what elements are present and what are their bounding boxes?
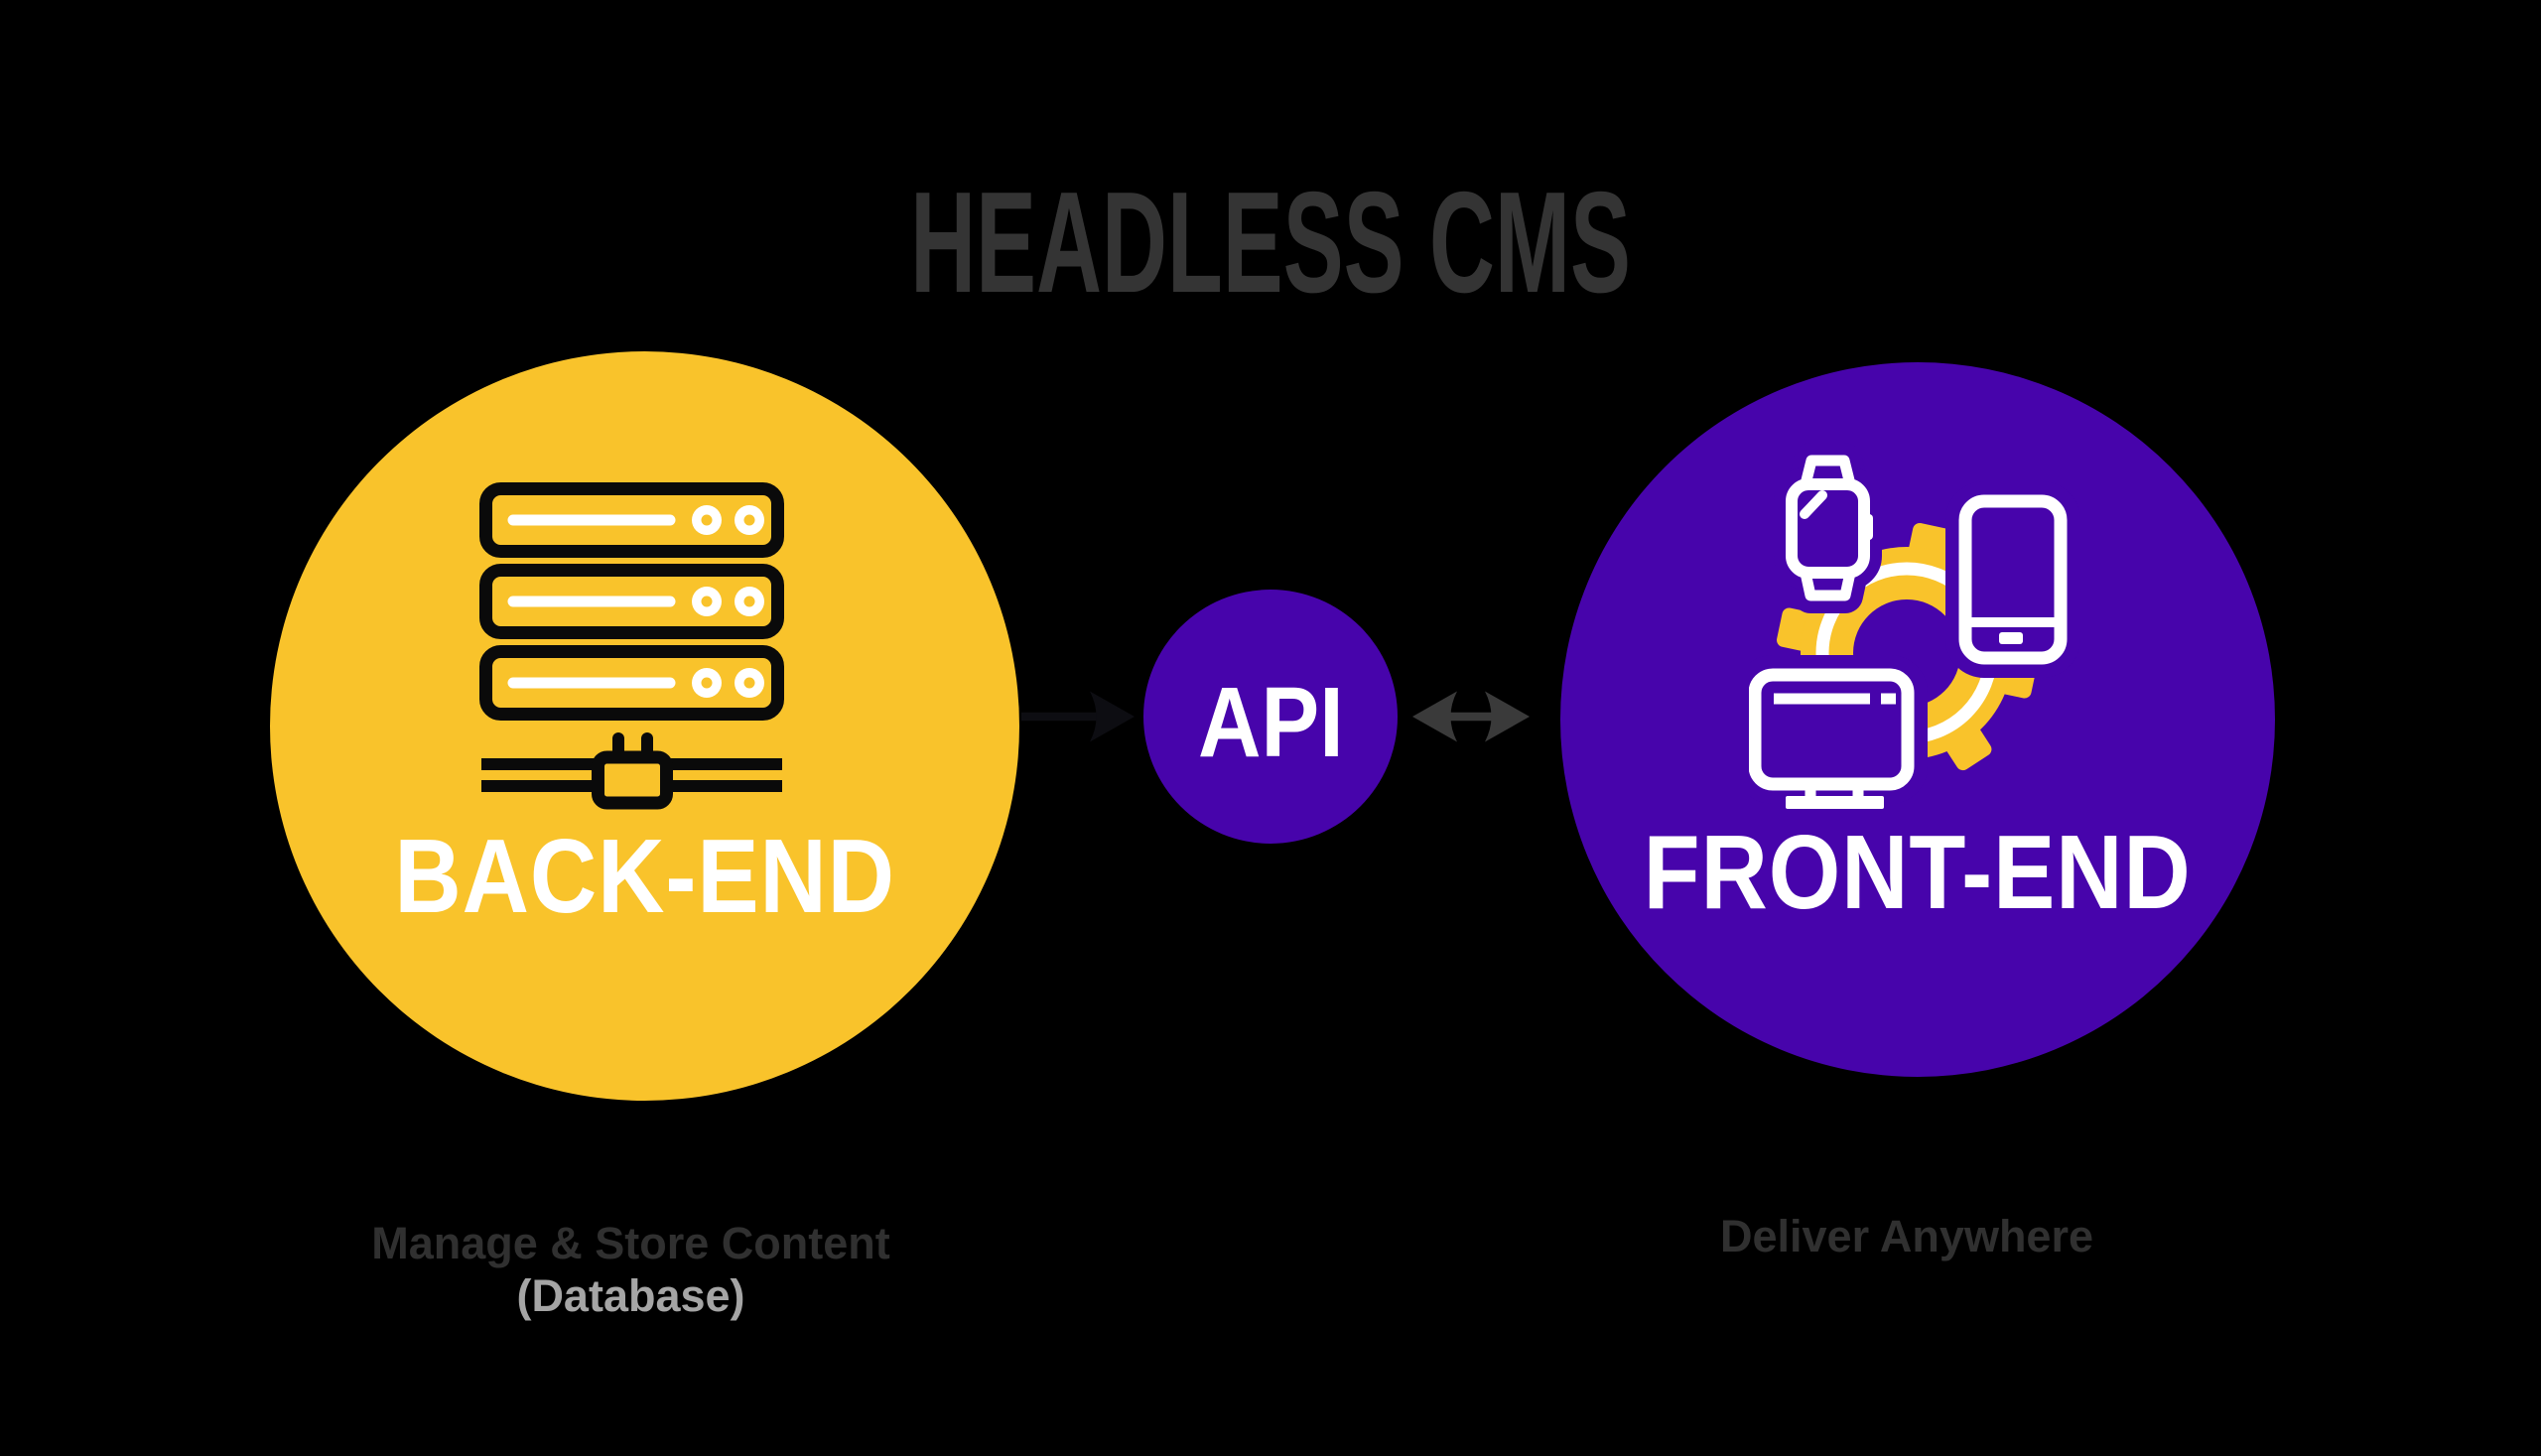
- backend-label-text: BACK-END: [394, 818, 895, 935]
- backend-caption-line1: Manage & Store Content: [371, 1218, 890, 1268]
- backend-caption-line2: (Database): [516, 1270, 745, 1322]
- backend-to-api-arrow-icon: [1021, 691, 1135, 742]
- smartphone-icon: [1945, 481, 2080, 678]
- smartwatch-icon: [1774, 443, 1882, 613]
- frontend-label: FRONT-END: [1560, 820, 2275, 925]
- frontend-caption: Deliver Anywhere: [1720, 1211, 2093, 1261]
- devices-gear-icon: [1749, 443, 2080, 812]
- api-circle: API: [1143, 590, 1398, 844]
- monitor-icon: [1749, 655, 1928, 812]
- api-label-text: API: [1197, 667, 1344, 778]
- api-label: API: [1188, 673, 1354, 772]
- frontend-label-text: FRONT-END: [1643, 814, 2193, 931]
- backend-label: BACK-END: [270, 824, 1019, 929]
- page-title-text: HEADLESS CMS: [910, 162, 1631, 323]
- backend-caption: Manage & Store Content (Database): [256, 1217, 1005, 1322]
- frontend-circle: FRONT-END: [1560, 362, 2275, 1077]
- page-title: HEADLESS CMS: [0, 171, 2541, 315]
- api-frontend-double-arrow-icon: [1412, 691, 1530, 742]
- server-stack-icon: [479, 482, 784, 810]
- backend-circle: BACK-END: [270, 351, 1019, 1101]
